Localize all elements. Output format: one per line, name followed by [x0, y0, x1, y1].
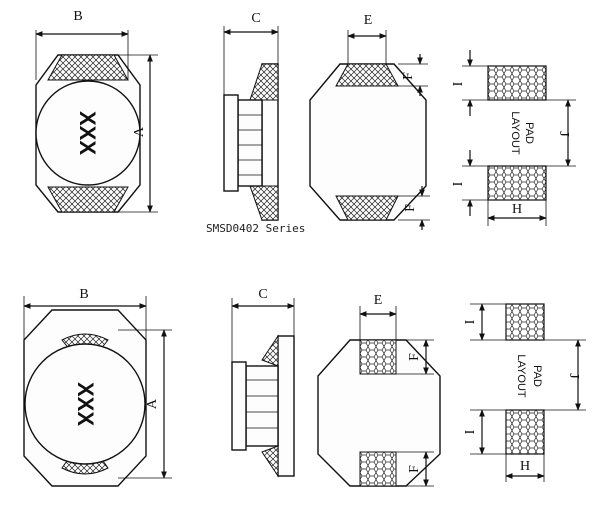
dim-b-label-bottom: B	[79, 287, 88, 302]
dim-i-label-lower: I	[451, 181, 466, 186]
pad-layout-line1-bottom: PAD	[531, 365, 543, 387]
dim-b-label: B	[73, 9, 82, 24]
series-caption: SMSD0402 Series	[206, 222, 305, 235]
dim-i-label-lower-bottom: I	[463, 429, 478, 434]
dim-a-label: A	[132, 126, 147, 137]
bottom-row-pad-layout: I I PAD LAYOUT J H	[463, 303, 586, 482]
dim-f-label-upper-bottom: F	[407, 353, 422, 361]
dim-f-label-upper: F	[401, 72, 416, 80]
dim-i-label-upper-bottom: I	[463, 319, 478, 324]
dim-e-label-bottom: E	[374, 293, 383, 308]
bottom-row-side-view: C	[231, 287, 295, 478]
top-row-pad-layout: I I PAD LAYOUT J H	[451, 50, 576, 226]
top-row-bottom-view: E F F	[309, 13, 430, 230]
dim-e-label: E	[364, 13, 373, 28]
pad-layout-line1: PAD	[523, 122, 535, 144]
marking-text-bottom: XXX	[73, 382, 98, 426]
dim-h-label-top: H	[512, 202, 522, 217]
top-row-side-view: C SMSD0402 Series	[206, 11, 305, 235]
dim-c-label-bottom: C	[258, 287, 267, 302]
dim-j-label: J	[556, 131, 571, 137]
dim-a-label-bottom: A	[145, 398, 160, 409]
top-row-top-view: XXX B A	[35, 9, 158, 213]
pad-layout-line2-bottom: LAYOUT	[515, 354, 527, 397]
pad-layout-line2: LAYOUT	[509, 111, 521, 154]
dim-i-label-upper: I	[451, 81, 466, 86]
dim-f-label-lower: F	[403, 204, 418, 212]
bottom-row-top-view: XXX B A	[23, 287, 172, 487]
dim-j-label-bottom: J	[566, 373, 581, 379]
bottom-row-bottom-view: E F F	[317, 293, 441, 487]
dim-c-label: C	[251, 11, 260, 26]
dim-h-label-bottom: H	[520, 459, 530, 474]
dim-f-label-lower-bottom: F	[407, 465, 422, 473]
marking-text: XXX	[75, 111, 100, 155]
